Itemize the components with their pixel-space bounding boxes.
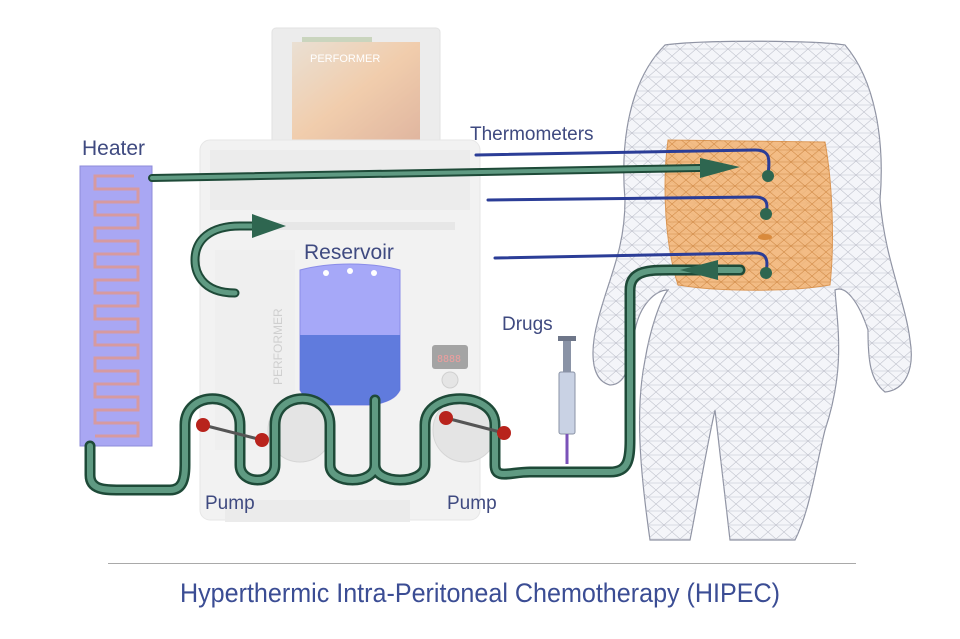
drug-syringe bbox=[558, 336, 576, 464]
pump-roller-left-a bbox=[196, 418, 210, 432]
syringe-barrel bbox=[558, 371, 576, 435]
thermometer-probe-2 bbox=[760, 208, 772, 220]
machine-vent bbox=[225, 222, 455, 230]
reservoir-fluid bbox=[300, 335, 400, 405]
reservoir bbox=[299, 263, 401, 406]
machine-display bbox=[432, 345, 468, 369]
human-body bbox=[592, 40, 912, 541]
reservoir-label: Reservoir bbox=[304, 241, 394, 264]
thermometer-probe-1 bbox=[762, 170, 774, 182]
tube-circuit bbox=[87, 267, 743, 493]
drugs-label: Drugs bbox=[502, 314, 553, 335]
pump-roller-left-b bbox=[255, 433, 269, 447]
tubing bbox=[84, 164, 746, 496]
reservoir-hanger-right bbox=[371, 270, 377, 276]
flow-arrow-return-top bbox=[252, 214, 286, 238]
thermometer-probe-3 bbox=[760, 267, 772, 279]
machine-display-readout: 8888 bbox=[437, 354, 461, 365]
machine-status-bar bbox=[302, 37, 372, 42]
syringe-plunger-cap bbox=[558, 336, 576, 341]
pump-rotor-left bbox=[196, 418, 269, 447]
pump-left-label: Pump bbox=[205, 493, 255, 514]
pump-rotor-arm-right bbox=[445, 416, 505, 435]
tube-heater-outflow bbox=[150, 166, 702, 180]
heater-block bbox=[79, 165, 153, 447]
tube-return-arc bbox=[192, 223, 255, 296]
diagram-caption: Hyperthermic Intra-Peritoneal Chemothera… bbox=[179, 578, 781, 608]
machine-base bbox=[225, 500, 410, 522]
caption-divider bbox=[108, 563, 856, 564]
navel bbox=[758, 234, 772, 240]
reservoir-hanger-center bbox=[347, 268, 353, 274]
reservoir-hanger-left bbox=[323, 270, 329, 276]
pump-roller-right-a bbox=[439, 411, 453, 425]
pump-rotor-right bbox=[439, 411, 511, 440]
pump-right-label: Pump bbox=[447, 493, 497, 514]
flow-arrow-out-of-abdomen bbox=[680, 260, 718, 280]
machine-knob bbox=[441, 371, 459, 389]
syringe-plunger bbox=[563, 340, 571, 374]
flow-arrow-into-abdomen bbox=[700, 158, 740, 178]
pump-rotor-arm-left bbox=[202, 423, 263, 442]
machine-brand-logo: PERFORMER bbox=[310, 53, 380, 65]
pump-roller-right-b bbox=[497, 426, 511, 440]
machine-vertical-brand: PERFORMER bbox=[271, 308, 285, 385]
heater-label: Heater bbox=[82, 137, 146, 160]
heater bbox=[79, 165, 153, 447]
thermometers-label: Thermometers bbox=[470, 124, 594, 145]
machine-screen bbox=[292, 42, 420, 142]
heater-coil bbox=[93, 174, 140, 438]
